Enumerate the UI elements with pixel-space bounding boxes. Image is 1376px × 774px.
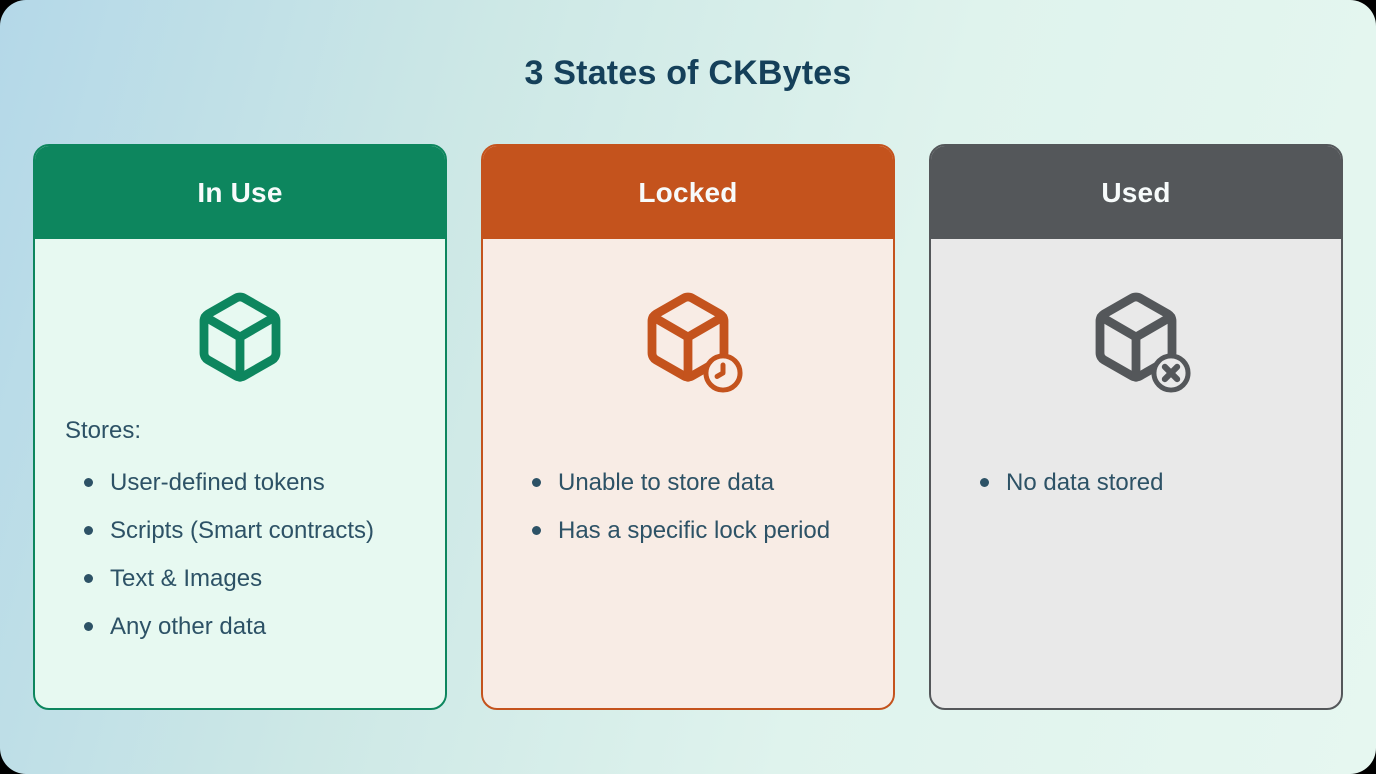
- list-item: No data stored: [931, 467, 1341, 498]
- stores-label: Stores:: [65, 417, 142, 444]
- card-body-used: No data stored: [931, 239, 1341, 708]
- x-badge-icon: [1148, 350, 1194, 396]
- card-intro: [961, 415, 1341, 447]
- card-used: Used: [929, 144, 1343, 710]
- list-item: Text & Images: [35, 563, 445, 594]
- card-intro: [513, 415, 893, 447]
- bullet-list: Unable to store data Has a specific lock…: [483, 467, 893, 546]
- card-title-label: Used: [1101, 176, 1171, 208]
- card-header-locked: Locked: [483, 146, 893, 239]
- card-locked: Locked: [481, 144, 895, 710]
- cards-row: In Use Stores: User-defined tokens Scrip…: [33, 144, 1343, 710]
- list-item: User-defined tokens: [35, 467, 445, 498]
- card-title-label: In Use: [197, 176, 283, 208]
- card-body-in-use: Stores: User-defined tokens Scripts (Sma…: [35, 239, 445, 708]
- list-item: Has a specific lock period: [483, 515, 893, 546]
- bullet-list: No data stored: [931, 467, 1341, 498]
- cube-clock-icon: [640, 289, 743, 393]
- card-header-used: Used: [931, 146, 1341, 239]
- card-title-label: Locked: [638, 176, 738, 208]
- card-header-in-use: In Use: [35, 146, 445, 239]
- clock-badge-icon: [700, 350, 746, 396]
- list-item: Scripts (Smart contracts): [35, 515, 445, 546]
- page-title: 3 States of CKBytes: [524, 54, 852, 92]
- card-body-locked: Unable to store data Has a specific lock…: [483, 239, 893, 708]
- cube-icon: [192, 289, 288, 385]
- card-in-use: In Use Stores: User-defined tokens Scrip…: [33, 144, 447, 710]
- bullet-list: User-defined tokens Scripts (Smart contr…: [35, 467, 445, 642]
- list-item: Any other data: [35, 611, 445, 642]
- list-item: Unable to store data: [483, 467, 893, 498]
- cube-x-icon: [1088, 289, 1191, 393]
